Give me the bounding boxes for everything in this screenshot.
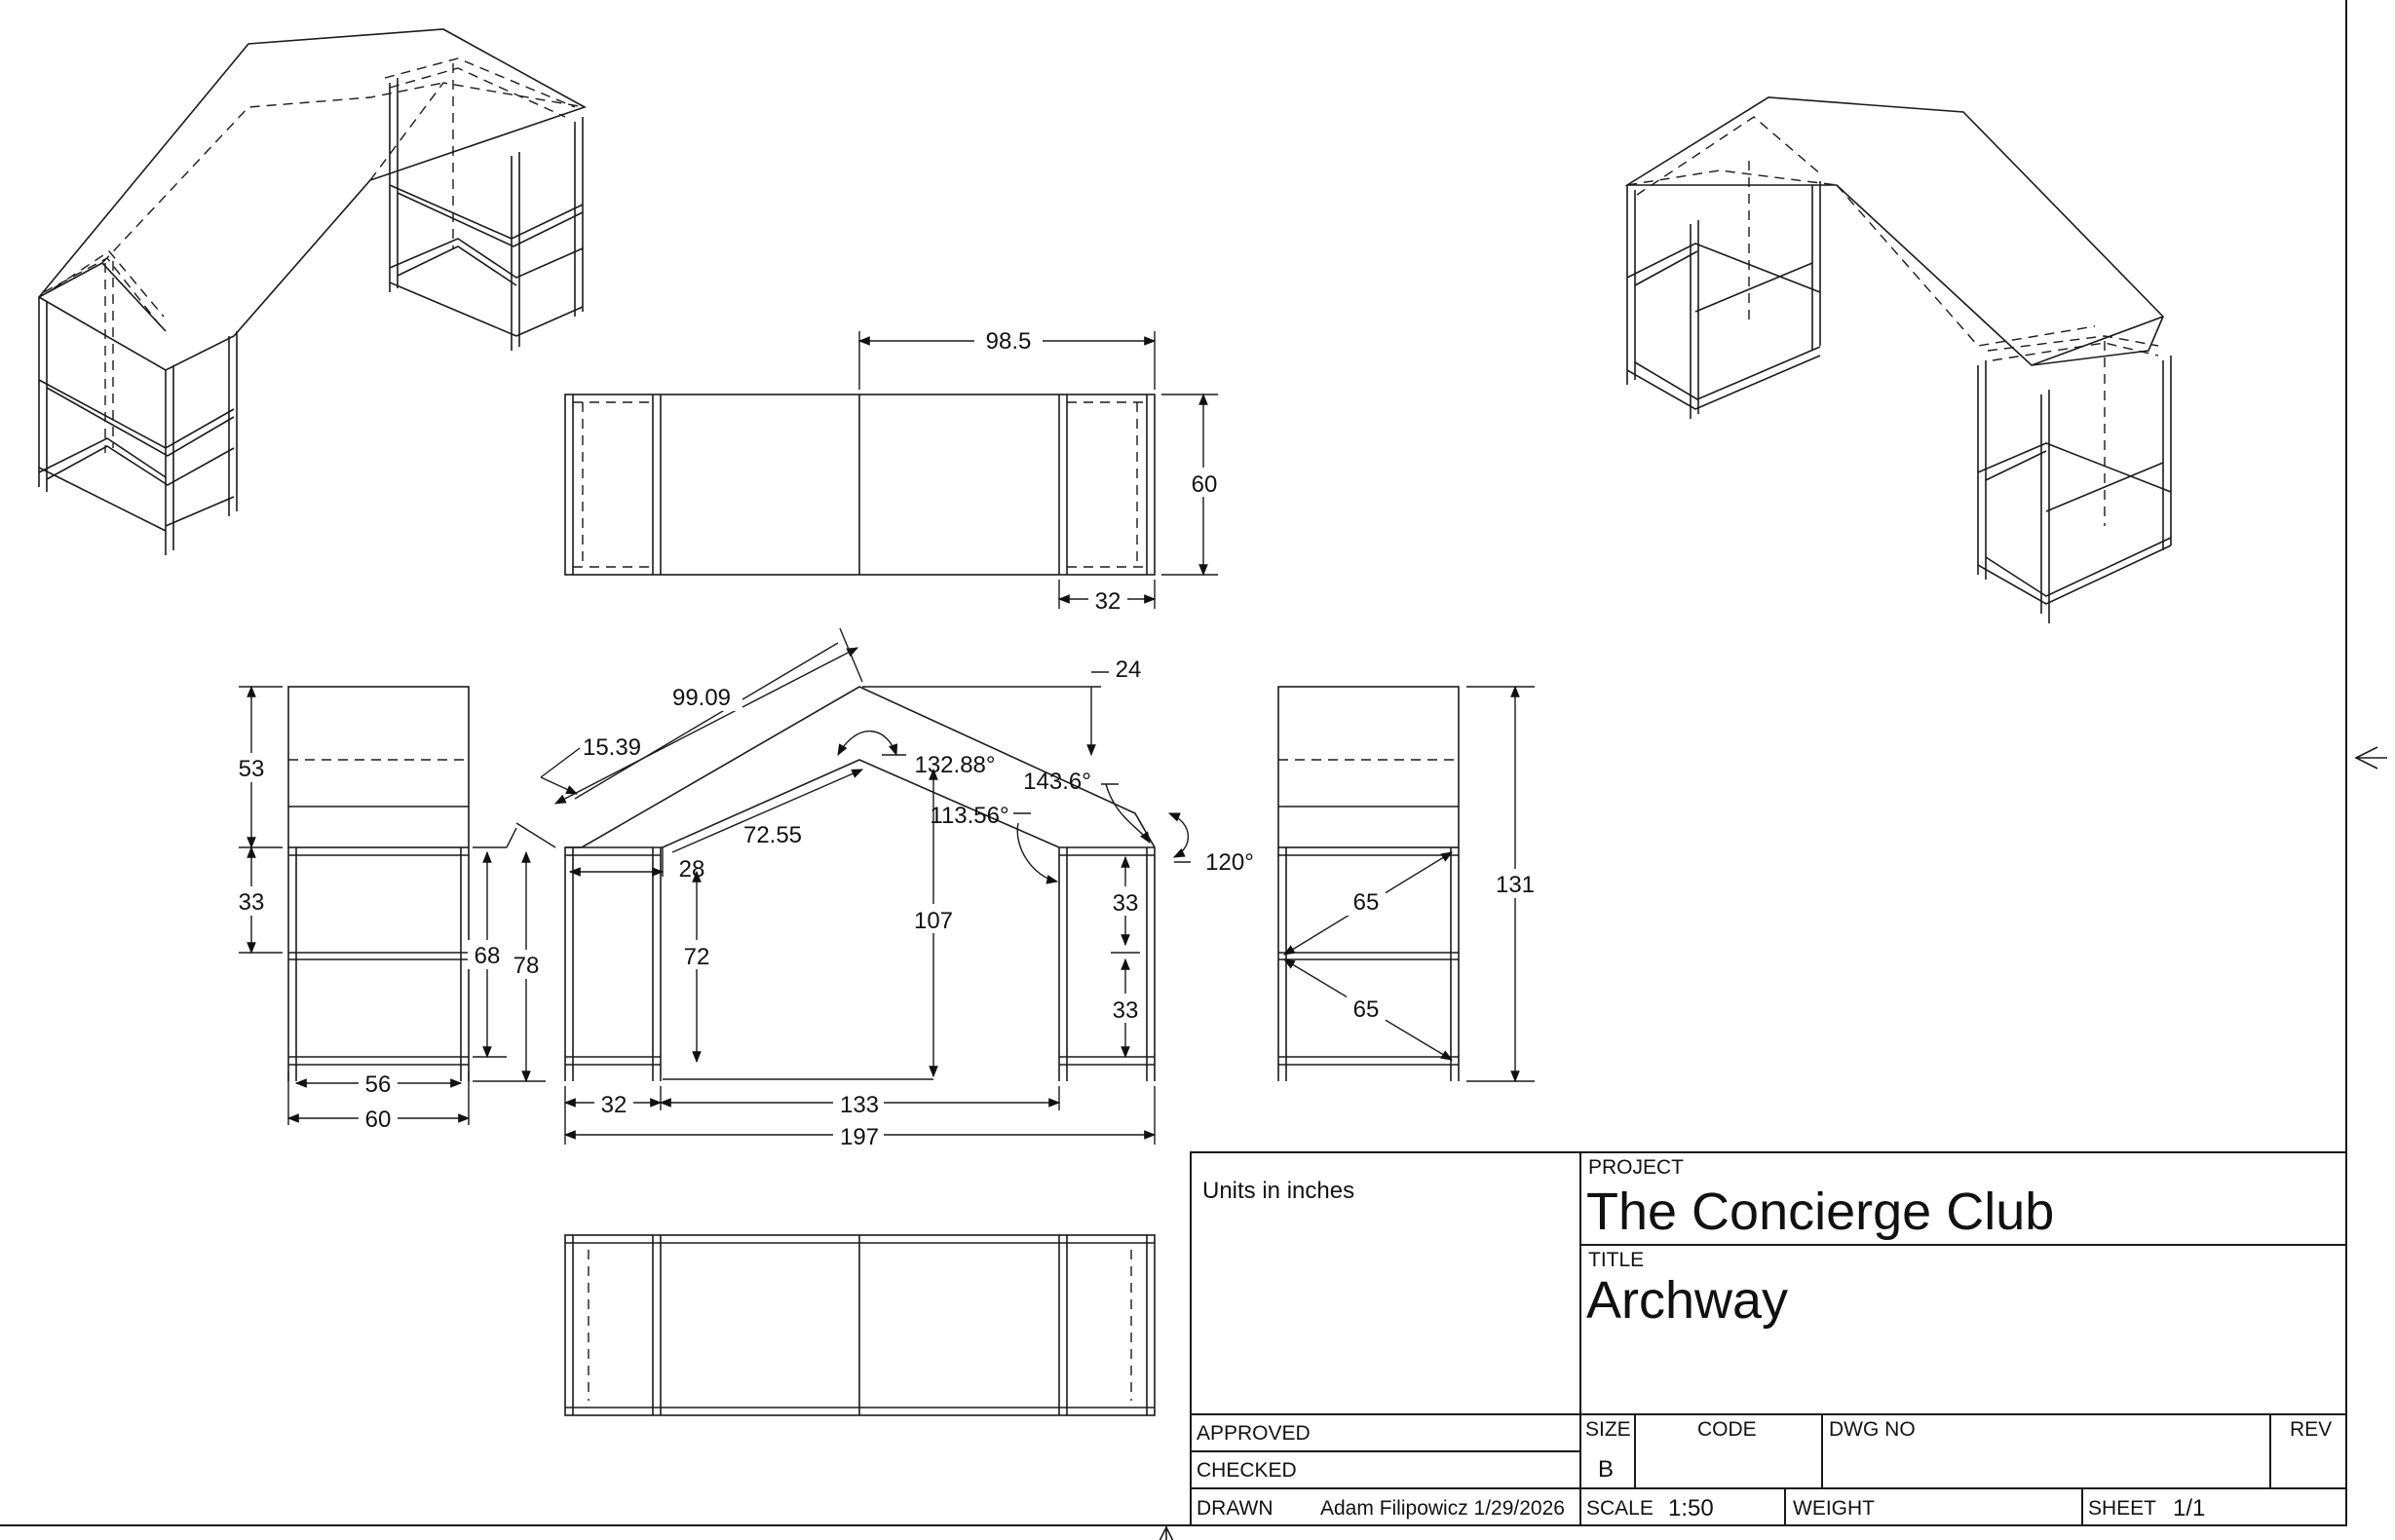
isometric-view-right <box>1624 96 2172 623</box>
dim-shelf-upper: 33 <box>1113 890 1139 917</box>
size-label: SIZE <box>1585 1418 1631 1441</box>
dim-top-width: 98.5 <box>986 328 1032 355</box>
front-view: 99.09 15.39 24 72.55 28 132.88° 143.6° 1… <box>540 627 1254 1150</box>
dim-total-width: 197 <box>840 1124 879 1150</box>
sheet-value: 1/1 <box>2173 1495 2205 1521</box>
drawing-title: Archway <box>1586 1271 1788 1330</box>
dim-left-top: 53 <box>239 756 265 782</box>
weight-label: WEIGHT <box>1793 1497 1875 1520</box>
dim-right-diag-bottom: 65 <box>1353 996 1380 1023</box>
dim-angle-2: 143.6° <box>1023 769 1091 795</box>
dim-leg-width: 32 <box>601 1092 627 1118</box>
dim-peak-drop: 24 <box>1116 657 1142 683</box>
dim-left-inner-width: 56 <box>365 1071 392 1098</box>
dim-shelf-lower: 33 <box>1113 997 1139 1024</box>
dim-left-outer-width: 60 <box>365 1107 392 1133</box>
dim-gap: 28 <box>679 856 705 883</box>
dim-angle-1: 132.88° <box>914 752 995 778</box>
dim-angle-3: 113.56° <box>930 803 1008 829</box>
dim-right-diag-top: 65 <box>1353 889 1380 916</box>
dim-right-height: 131 <box>1496 872 1535 898</box>
rev-label: REV <box>2290 1418 2332 1441</box>
approved-label: APPROVED <box>1197 1422 1311 1445</box>
dim-end-cut: 15.39 <box>583 734 641 761</box>
code-label: CODE <box>1697 1418 1757 1441</box>
dim-inner-span: 107 <box>914 908 953 934</box>
sheet-label: SHEET <box>2088 1497 2156 1520</box>
isometric-view-left <box>37 28 587 555</box>
drawn-value: Adam Filipowicz 1/29/2026 <box>1320 1497 1565 1520</box>
drawn-label: DRAWN <box>1197 1497 1274 1520</box>
scale-value: 1:50 <box>1668 1495 1714 1521</box>
dim-left-h1: 68 <box>475 943 501 969</box>
dim-side-height: 72 <box>684 944 710 970</box>
size-value: B <box>1598 1456 1614 1483</box>
dim-left-mid: 33 <box>239 889 265 916</box>
dim-inner-length: 72.55 <box>743 822 802 848</box>
project-name: The Concierge Club <box>1586 1183 2054 1241</box>
right-side-view: 65 65 131 <box>1277 685 1540 1083</box>
bottom-view <box>564 1234 1156 1416</box>
title-block: Units in inches PROJECT The Concierge Cl… <box>1190 1151 2347 1526</box>
dwg-no-label: DWG NO <box>1829 1418 1916 1441</box>
dim-angle-4: 120° <box>1205 849 1254 876</box>
dim-top-depth: 60 <box>1192 471 1218 498</box>
top-view: 98.5 60 32 <box>564 326 1225 615</box>
checked-label: CHECKED <box>1197 1459 1297 1482</box>
project-label: PROJECT <box>1588 1156 1684 1179</box>
dim-slope-length: 99.09 <box>672 685 731 711</box>
dim-top-leg: 32 <box>1095 588 1121 615</box>
dim-left-h2: 78 <box>513 953 540 979</box>
title-label: TITLE <box>1588 1249 1644 1271</box>
left-side-view: 53 33 68 78 56 60 <box>234 685 556 1133</box>
dim-inner-width: 133 <box>840 1092 879 1118</box>
units-note: Units in inches <box>1202 1178 1354 1204</box>
scale-label: SCALE <box>1586 1497 1654 1520</box>
